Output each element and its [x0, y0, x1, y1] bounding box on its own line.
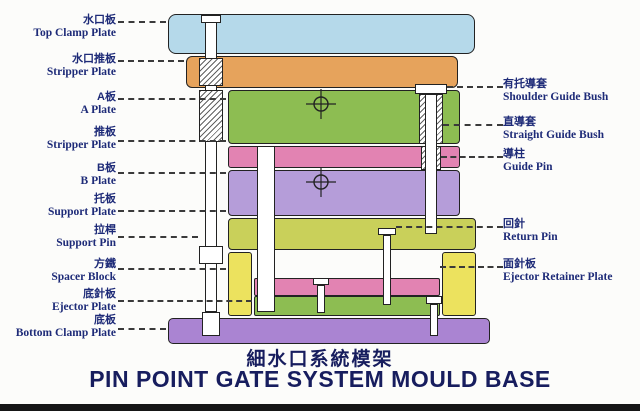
label-en: Stripper Plate: [46, 66, 116, 78]
label-spacer-block: 方鐵 Spacer Block: [0, 258, 116, 284]
label-zh: 拉桿: [94, 224, 116, 236]
leader-line: [118, 21, 166, 23]
label-en: Guide Pin: [503, 161, 553, 173]
photo-bottom-edge: [0, 404, 640, 411]
label-en: Ejector Plate: [52, 301, 116, 313]
clamp-bolt-shaft: [430, 304, 438, 336]
ejector-pin-head: [313, 278, 329, 285]
leader-line: [118, 98, 226, 100]
support-pin-nut: [202, 312, 220, 336]
label-zh: 推板: [94, 126, 116, 138]
crosshair-icon: [306, 167, 336, 197]
label-en: Stripper Plate: [46, 139, 116, 151]
label-zh: 底針板: [83, 288, 116, 300]
support-pin-collar: [199, 246, 223, 264]
leader-line: [440, 266, 503, 268]
label-guide-pin: 導柱 Guide Pin: [503, 148, 639, 174]
label-en: Top Clamp Plate: [33, 27, 116, 39]
label-zh: 方鐵: [94, 258, 116, 270]
label-shoulder-guide-bush: 有托導套 Shoulder Guide Bush: [503, 78, 639, 104]
guide-pin-shaft: [425, 94, 437, 234]
label-upper-stripper-plate: 水口推板 Stripper Plate: [0, 53, 116, 79]
label-bottom-clamp-plate: 底板 Bottom Clamp Plate: [0, 314, 116, 340]
label-en: Bottom Clamp Plate: [15, 327, 116, 339]
upper-stripper-plate: [186, 56, 458, 88]
leader-line: [396, 226, 503, 228]
ejector-retainer-plate: [254, 278, 440, 296]
label-return-pin: 回針 Return Pin: [503, 218, 639, 244]
label-b-plate: B板 B Plate: [0, 162, 116, 188]
label-ejector-retainer-plate: 面針板 Ejector Retainer Plate: [503, 258, 639, 284]
leader-line: [118, 60, 184, 62]
label-zh: A板: [97, 91, 116, 103]
spacer-block-left: [228, 252, 252, 316]
label-en: A Plate: [80, 104, 116, 116]
return-pin-head: [378, 228, 396, 235]
label-zh: 底板: [94, 314, 116, 326]
label-support-plate: 托板 Support Plate: [0, 193, 116, 219]
label-lower-stripper-plate: 推板 Stripper Plate: [0, 126, 116, 152]
label-ejector-plate: 底針板 Ejector Plate: [0, 288, 116, 314]
spacer-block-right: [442, 252, 476, 316]
crosshair-icon: [306, 89, 336, 119]
leader-line: [443, 124, 503, 126]
label-en: Ejector Retainer Plate: [503, 271, 613, 283]
leader-line: [118, 300, 252, 302]
shoulder-guide-bush-flange: [415, 84, 447, 94]
ejector-plate: [254, 296, 440, 316]
label-zh: B板: [97, 162, 116, 174]
leader-line: [118, 328, 166, 330]
label-zh: 有托導套: [503, 78, 547, 90]
label-zh: 直導套: [503, 116, 536, 128]
label-en: Support Plate: [47, 206, 116, 218]
label-zh: 水口板: [83, 14, 116, 26]
leader-line: [118, 172, 226, 174]
leader-line: [118, 210, 226, 212]
leader-line: [118, 236, 198, 238]
label-straight-guide-bush: 直導套 Straight Guide Bush: [503, 116, 639, 142]
label-zh: 導柱: [503, 148, 525, 160]
diagram-title-en: PIN POINT GATE SYSTEM MOULD BASE: [89, 366, 551, 392]
support-pin-bush-upper: [199, 58, 223, 86]
label-en: Spacer Block: [51, 271, 116, 283]
label-en: Shoulder Guide Bush: [503, 91, 609, 103]
leader-line: [441, 156, 503, 158]
label-top-clamp-plate: 水口板 Top Clamp Plate: [0, 14, 116, 40]
label-zh: 托板: [94, 193, 116, 205]
label-a-plate: A板 A Plate: [0, 91, 116, 117]
label-en: Support Pin: [56, 237, 116, 249]
center-guide-pillar: [257, 146, 275, 312]
diagram-title-zh: 細水口系統模架: [246, 349, 394, 370]
label-en: B Plate: [80, 175, 116, 187]
label-zh: 回針: [503, 218, 525, 230]
leader-line: [118, 268, 226, 270]
label-zh: 面針板: [503, 258, 536, 270]
label-zh: 水口推板: [72, 53, 116, 65]
leader-line: [447, 86, 503, 88]
ejector-pin-shaft: [317, 285, 325, 313]
return-pin-shaft: [383, 235, 391, 305]
label-en: Straight Guide Bush: [503, 129, 604, 141]
leader-line: [118, 140, 226, 142]
label-en: Return Pin: [503, 231, 558, 243]
clamp-bolt-head: [426, 296, 442, 304]
label-support-pin: 拉桿 Support Pin: [0, 224, 116, 250]
